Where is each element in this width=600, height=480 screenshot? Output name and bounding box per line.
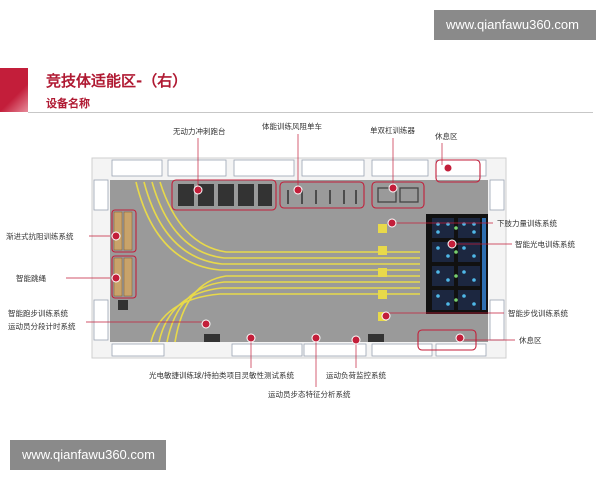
watermark-top: www.qianfawu360.com (434, 10, 596, 40)
label-light-training: 智能光电训练系统 (515, 239, 575, 249)
treadmills (178, 184, 272, 206)
header-accent-bar (0, 68, 28, 112)
leader-lines (66, 134, 515, 387)
box-bars (371, 181, 425, 209)
label-smart-rope: 智能跳绳 (16, 273, 46, 283)
label-segment-timer: 运动员分段计时系统 (8, 321, 76, 331)
label-step-training: 智能步伐训练系统 (508, 308, 568, 318)
wind-bikes (287, 190, 357, 204)
light-panels (426, 214, 488, 314)
leader-dots (111, 163, 465, 345)
right-windows (489, 179, 505, 341)
bottom-devices (118, 300, 384, 342)
parallel-bars (377, 187, 419, 203)
label-rest-bottom: 休息区 (519, 335, 542, 345)
label-agility-test: 光电敏捷训练球/持拍类项目灵敏性测试系统 (149, 370, 295, 380)
box-bikes (279, 181, 365, 209)
label-rest-top: 休息区 (435, 131, 458, 141)
label-gait-analysis: 运动员步态特征分析系统 (268, 389, 351, 399)
room-floor (110, 180, 488, 342)
header-divider (28, 112, 593, 113)
running-track (135, 181, 420, 343)
top-windows (111, 159, 487, 177)
label-dual-bar: 单双杠训练器 (370, 125, 415, 135)
resistance-equipment (113, 211, 133, 251)
page-title: 竞技体适能区-（右） (46, 72, 188, 90)
left-windows (93, 179, 109, 341)
label-lower-strength: 下肢力量训练系统 (497, 218, 557, 228)
box-rest-top (435, 159, 481, 183)
label-sprint-system: 智能跑步训练系统 (8, 308, 68, 318)
label-wind-bike: 体能训练风阻单车 (262, 121, 322, 131)
label-power-treadmill: 无动力冲刺跑台 (173, 126, 226, 136)
watermark-bottom: www.qianfawu360.com (10, 440, 166, 470)
box-progressive (111, 209, 137, 253)
page-subtitle: 设备名称 (46, 97, 90, 110)
bottom-windows (111, 343, 487, 357)
box-treadmills (171, 179, 277, 211)
label-progressive: 渐进式抗阻训练系统 (6, 231, 74, 241)
label-load-monitor: 运动负荷监控系统 (326, 370, 386, 380)
